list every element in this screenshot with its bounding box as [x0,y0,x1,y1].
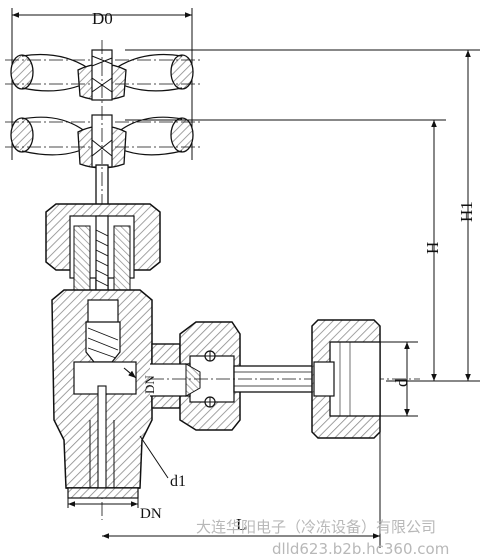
watermark-company: 大连华阳电子（冷冻设备）有限公司 [196,518,436,536]
handwheel-open-position [5,49,200,101]
label-d1: d1 [170,473,186,490]
label-d0: D0 [92,9,113,28]
label-d: d [392,378,411,387]
label-dn-inner: DN [142,375,157,394]
dimension-h [125,119,480,382]
handwheel [5,114,200,169]
dimension-h1 [125,49,480,381]
dimension-d [380,341,418,417]
bonnet-nut [45,203,161,317]
outlet-pipe [150,365,420,393]
dimension-d1 [139,435,169,479]
watermark-site: dlld623.b2b.hc360.com [272,540,449,558]
outlet-connector [150,321,241,431]
label-h1: H1 [457,201,476,222]
label-l: L [236,515,246,534]
union-nut [311,319,381,439]
valve-body [51,289,153,499]
dimension-dn [67,498,139,508]
label-h: H [423,242,442,254]
label-dn-bottom: DN [140,506,162,522]
inner-arrow [123,367,137,379]
dimension-l [102,432,381,548]
